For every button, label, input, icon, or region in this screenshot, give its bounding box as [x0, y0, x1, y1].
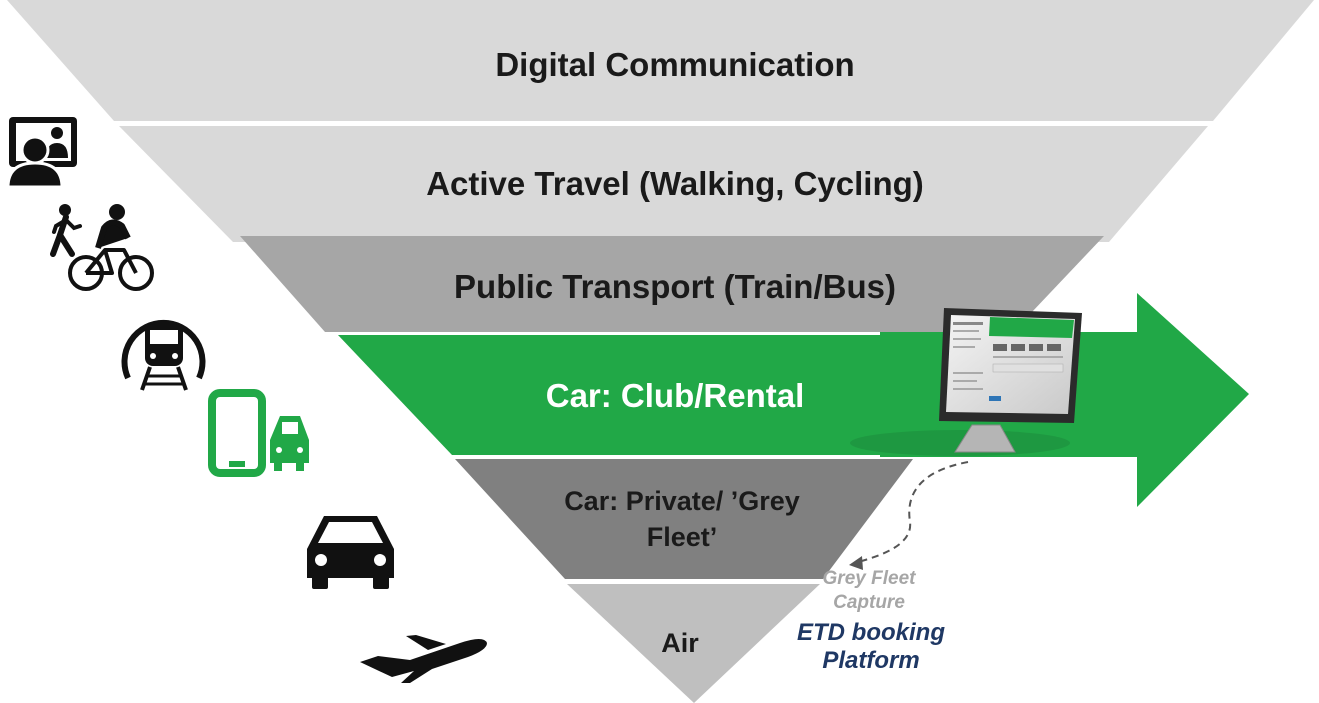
etd-platform-line1: ETD booking [797, 619, 945, 646]
grey-fleet-capture-line2: Capture [833, 592, 905, 613]
tier-label-grey-fleet-line1: Car: Private/ ’Grey [564, 486, 800, 516]
tier-label-digital: Digital Communication [495, 46, 854, 83]
monitor-icon [850, 308, 1082, 456]
tier-label-car-club: Car: Club/Rental [546, 377, 805, 414]
tier-car-club [338, 335, 1011, 455]
grey-fleet-capture-line1: Grey Fleet [823, 568, 917, 589]
tier-label-active: Active Travel (Walking, Cycling) [426, 165, 924, 202]
car-icon [307, 516, 394, 589]
tier-air [567, 584, 820, 703]
car-club-icon [208, 389, 309, 477]
tier-label-public: Public Transport (Train/Bus) [454, 268, 896, 305]
video-call-icon [6, 117, 77, 189]
tier-public-transport [240, 236, 1104, 332]
train-icon [121, 319, 206, 391]
walking-cycling-icon [50, 204, 154, 291]
etd-platform-line2: Platform [822, 647, 919, 674]
tier-digital-communication [7, 0, 1314, 121]
tier-grey-fleet [455, 459, 913, 579]
tier-label-air: Air [661, 628, 699, 658]
airplane-icon [360, 635, 487, 683]
tier-label-grey-fleet-line2: Fleet’ [647, 522, 718, 552]
grey-fleet-capture-arrow [849, 461, 969, 570]
tier-active-travel [119, 126, 1208, 242]
